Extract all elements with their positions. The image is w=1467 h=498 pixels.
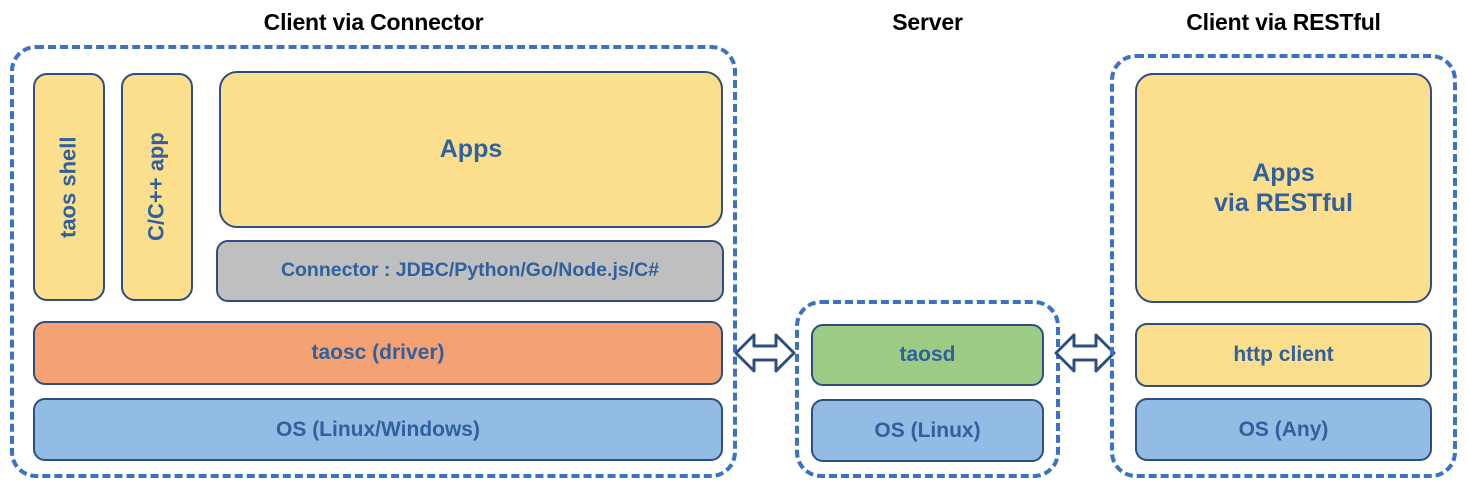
box-apps-via-restful-line1: Apps — [1252, 158, 1315, 187]
box-os-linux[interactable]: OS (Linux) — [811, 399, 1044, 462]
section-title-server: Server — [892, 9, 963, 35]
box-connector-list[interactable]: Connector : JDBC/Python/Go/Node.js/C# — [216, 240, 724, 302]
box-http-client[interactable]: http client — [1135, 323, 1432, 387]
box-c-cpp-app[interactable]: C/C++ app — [121, 73, 193, 301]
double-arrow-icon-right — [1054, 327, 1116, 379]
box-os-any[interactable]: OS (Any) — [1135, 398, 1432, 461]
box-taos-shell[interactable]: taos shell — [33, 73, 105, 301]
section-title-client-restful: Client via RESTful — [1186, 9, 1381, 35]
box-taosc-driver[interactable]: taosc (driver) — [33, 321, 723, 385]
group-client-via-restful — [1110, 54, 1457, 478]
section-title-client-connector: Client via Connector — [263, 9, 484, 35]
box-apps-via-restful-line2: via RESTful — [1214, 189, 1353, 217]
group-server — [795, 300, 1060, 478]
box-apps-connector[interactable]: Apps — [219, 71, 723, 228]
group-client-via-connector — [10, 45, 737, 478]
box-taosd[interactable]: taosd — [811, 324, 1044, 386]
box-os-linux-windows[interactable]: OS (Linux/Windows) — [33, 398, 723, 461]
double-arrow-icon-left — [734, 327, 796, 379]
box-apps-via-restful[interactable]: Apps via RESTful — [1135, 73, 1432, 303]
